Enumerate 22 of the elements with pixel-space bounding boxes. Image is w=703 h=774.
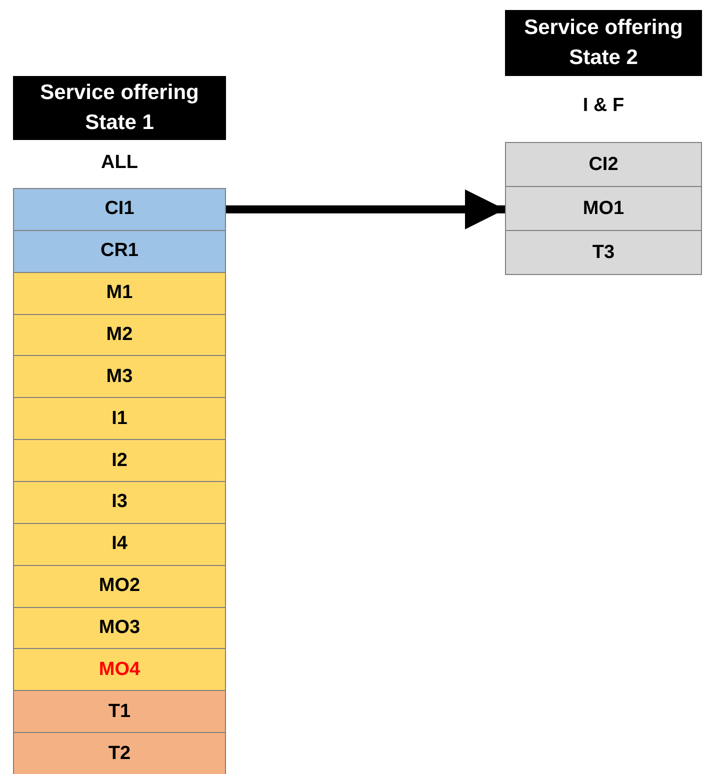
table-cell: MO3	[13, 606, 226, 650]
table-cell: T1	[13, 690, 226, 734]
table-cell: I2	[13, 439, 226, 482]
table-cell: I1	[13, 397, 226, 440]
table-cell: M3	[13, 355, 226, 398]
column-header: Service offering State 1	[13, 76, 226, 140]
table-cell: T3	[505, 230, 702, 275]
table-cell: M1	[13, 272, 226, 315]
table-cell: MO1	[505, 186, 702, 231]
table-cell: CI2	[505, 142, 702, 187]
column-subheading: I & F	[582, 95, 626, 117]
table-cell: MO2	[13, 564, 226, 608]
arrow	[226, 189, 505, 230]
table-cell: I3	[13, 481, 226, 524]
table-cell: M2	[13, 314, 226, 356]
column-header: Service offering State 2	[505, 10, 702, 76]
table-cell: CI1	[13, 188, 226, 231]
table-cell: MO4	[13, 648, 226, 692]
table-cell: T2	[13, 732, 226, 774]
column-subheading: ALL	[100, 152, 139, 174]
table-cell: CR1	[13, 230, 226, 273]
table-cell: I4	[13, 522, 226, 566]
